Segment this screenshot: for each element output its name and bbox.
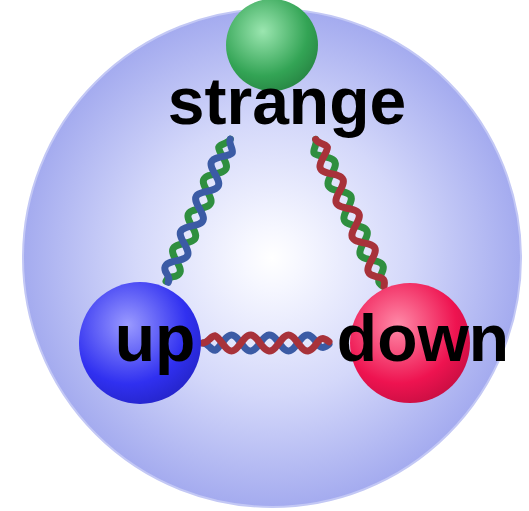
quark-label: up — [115, 305, 196, 371]
gluon-link — [203, 335, 329, 351]
gluon-strand — [203, 335, 329, 351]
hadron-sphere — [23, 9, 521, 507]
quark-label: down — [337, 305, 509, 371]
down-quark: down — [350, 283, 470, 403]
gluon-link — [314, 139, 385, 286]
strange-quark: strange — [226, 0, 318, 91]
gluon-strand — [314, 139, 384, 286]
gluon-link — [165, 139, 233, 282]
gluon-strand — [165, 139, 233, 282]
gluon-strand — [316, 139, 385, 286]
up-quark: up — [79, 282, 201, 404]
gluon-strand — [203, 335, 329, 351]
quark-label: strange — [168, 68, 406, 134]
